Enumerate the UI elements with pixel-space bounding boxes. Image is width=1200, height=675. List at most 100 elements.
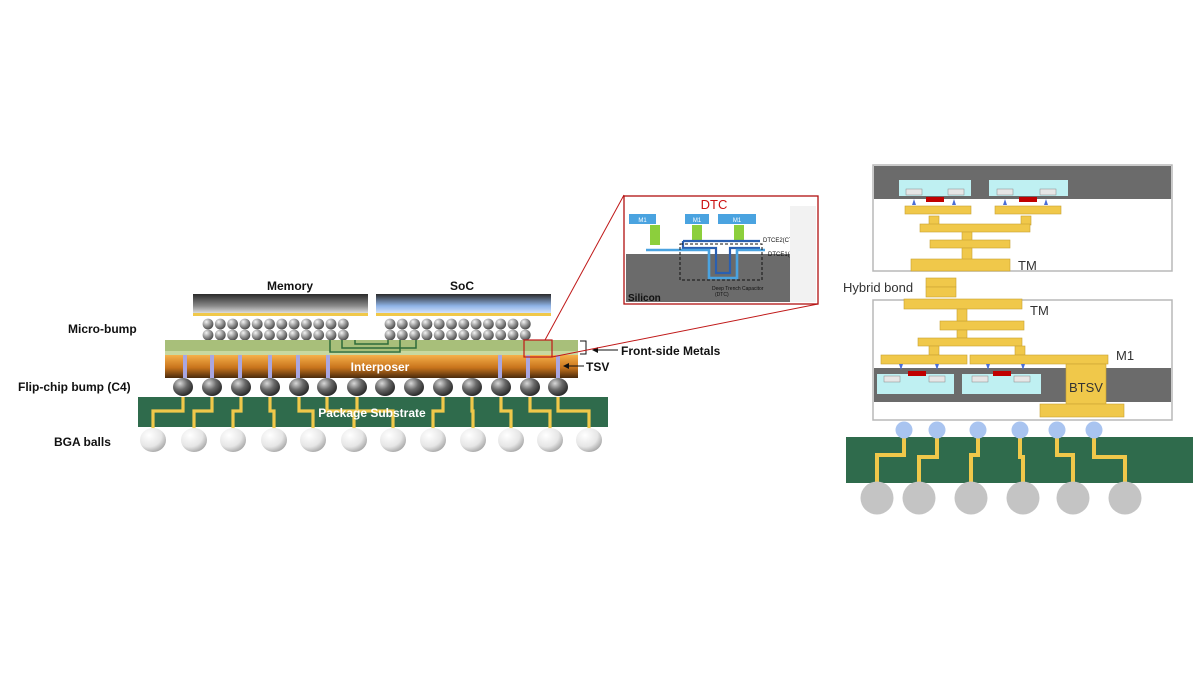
micro-bump <box>325 318 337 330</box>
c4-bump <box>231 378 251 396</box>
micro-bump <box>470 318 482 330</box>
right-bga-ball <box>954 481 988 515</box>
micro-bump <box>433 318 445 330</box>
bga-ball <box>460 428 486 452</box>
tsv <box>238 355 242 378</box>
top-device-right-gate <box>1019 197 1037 202</box>
right-bump <box>895 421 913 439</box>
micro-bump <box>202 329 214 341</box>
micro-bump <box>409 318 420 330</box>
micro-bump <box>325 329 337 341</box>
micro-bump <box>446 318 457 330</box>
substrate-trace <box>192 397 214 430</box>
dtc-via-right <box>734 225 744 241</box>
tsv <box>183 355 187 378</box>
substrate-trace <box>556 397 591 430</box>
hybrid-bond-pads <box>925 277 957 298</box>
tsv-arrowhead <box>563 363 569 369</box>
bga-ball <box>537 428 563 452</box>
micro-bump-label: Micro-bump <box>68 322 137 336</box>
micro-bump <box>483 318 494 330</box>
top-device-left <box>899 180 971 205</box>
tsv <box>326 355 330 378</box>
dtc-caption-line2: (DTC) <box>715 292 729 298</box>
right-bga-ball <box>1108 481 1142 515</box>
substrate-trace <box>355 397 395 430</box>
bga-ball <box>420 428 446 452</box>
right-hybrid-bond-stack: TM Hybrid bond TM M1 BTSV <box>843 164 1193 515</box>
micro-bump <box>396 318 408 330</box>
dtc-m1-right-label: M1 <box>733 218 742 224</box>
top-device-left-pad-a <box>905 188 923 196</box>
bga-ball <box>576 428 602 452</box>
top-device-left-gate <box>926 197 944 202</box>
top-device-right <box>989 180 1068 205</box>
micro-bump <box>276 318 288 330</box>
top-device-right-pad-b <box>1039 188 1057 196</box>
micro-bump <box>421 318 433 330</box>
dtc-m1-right <box>718 214 756 224</box>
right-bga-ball <box>1006 481 1040 515</box>
right-substrate-trace <box>875 430 906 488</box>
bottom-device-left-pad-b <box>928 375 946 383</box>
right-bump <box>969 421 987 439</box>
tsv <box>556 355 560 378</box>
micro-bump <box>519 318 531 330</box>
zoom-line-top <box>544 194 625 341</box>
micro-bump <box>384 318 396 330</box>
substrate-trace <box>499 397 513 430</box>
c4-bump <box>260 378 280 396</box>
tsv <box>296 355 300 378</box>
right-substrate-trace <box>1018 430 1025 488</box>
rdl-interconnect <box>329 340 417 353</box>
left-2-5d-package: Memory SoC Micro-bump Interposer Flip-ch… <box>18 194 819 452</box>
right-substrate-trace <box>969 430 980 488</box>
right-substrate-traces <box>875 430 1127 488</box>
micro-bump <box>507 318 519 330</box>
dtc-electrode-bottom <box>646 248 765 280</box>
front-side-metals-layer-light <box>165 351 578 355</box>
btsv-label: BTSV <box>1069 380 1103 395</box>
c4-bump <box>202 378 222 396</box>
micro-bump <box>251 318 263 330</box>
dtc-via-mid <box>692 225 702 241</box>
dtc-trench-outline <box>679 243 763 281</box>
front-side-metals-bracket <box>580 340 587 355</box>
micro-bump <box>384 329 396 341</box>
tsv <box>526 355 530 378</box>
micro-bump <box>337 318 349 330</box>
memory-die <box>193 294 368 314</box>
c4-bump-array <box>173 378 568 396</box>
zoom-line-bottom <box>551 303 819 358</box>
micro-bump <box>214 329 226 341</box>
interposer-label: Interposer <box>351 360 410 374</box>
dtc-m1-left-label: M1 <box>638 218 647 224</box>
right-bump <box>1011 421 1029 439</box>
bga-ball <box>261 428 287 452</box>
c4-bump <box>404 378 424 396</box>
bottom-device-left-gate <box>908 371 926 376</box>
soc-pad-layer <box>376 313 551 316</box>
micro-bump <box>458 318 470 330</box>
dtc-via-left <box>650 225 660 245</box>
package-substrate-label: Package Substrate <box>318 406 426 420</box>
micro-bump <box>313 329 325 341</box>
micro-bump <box>288 329 300 341</box>
bottom-die-metal-stack <box>880 298 1125 418</box>
bottom-device-right-gate <box>993 371 1011 376</box>
micro-bump <box>495 329 507 341</box>
c4-bump <box>375 378 395 396</box>
bga-ball <box>140 428 166 452</box>
memory-label: Memory <box>267 279 313 293</box>
micro-bump <box>483 329 494 341</box>
dtc-title: DTC <box>701 197 728 212</box>
right-bump-array <box>895 421 1103 439</box>
substrate-trace <box>151 397 185 430</box>
right-bga-ball-array <box>860 481 1142 515</box>
m1-label: M1 <box>1116 348 1134 363</box>
dtc-silicon-label: Silicon <box>628 293 661 304</box>
tsv-label: TSV <box>586 360 609 374</box>
dtc-inset-side-panel <box>790 206 816 302</box>
micro-bump <box>458 329 470 341</box>
